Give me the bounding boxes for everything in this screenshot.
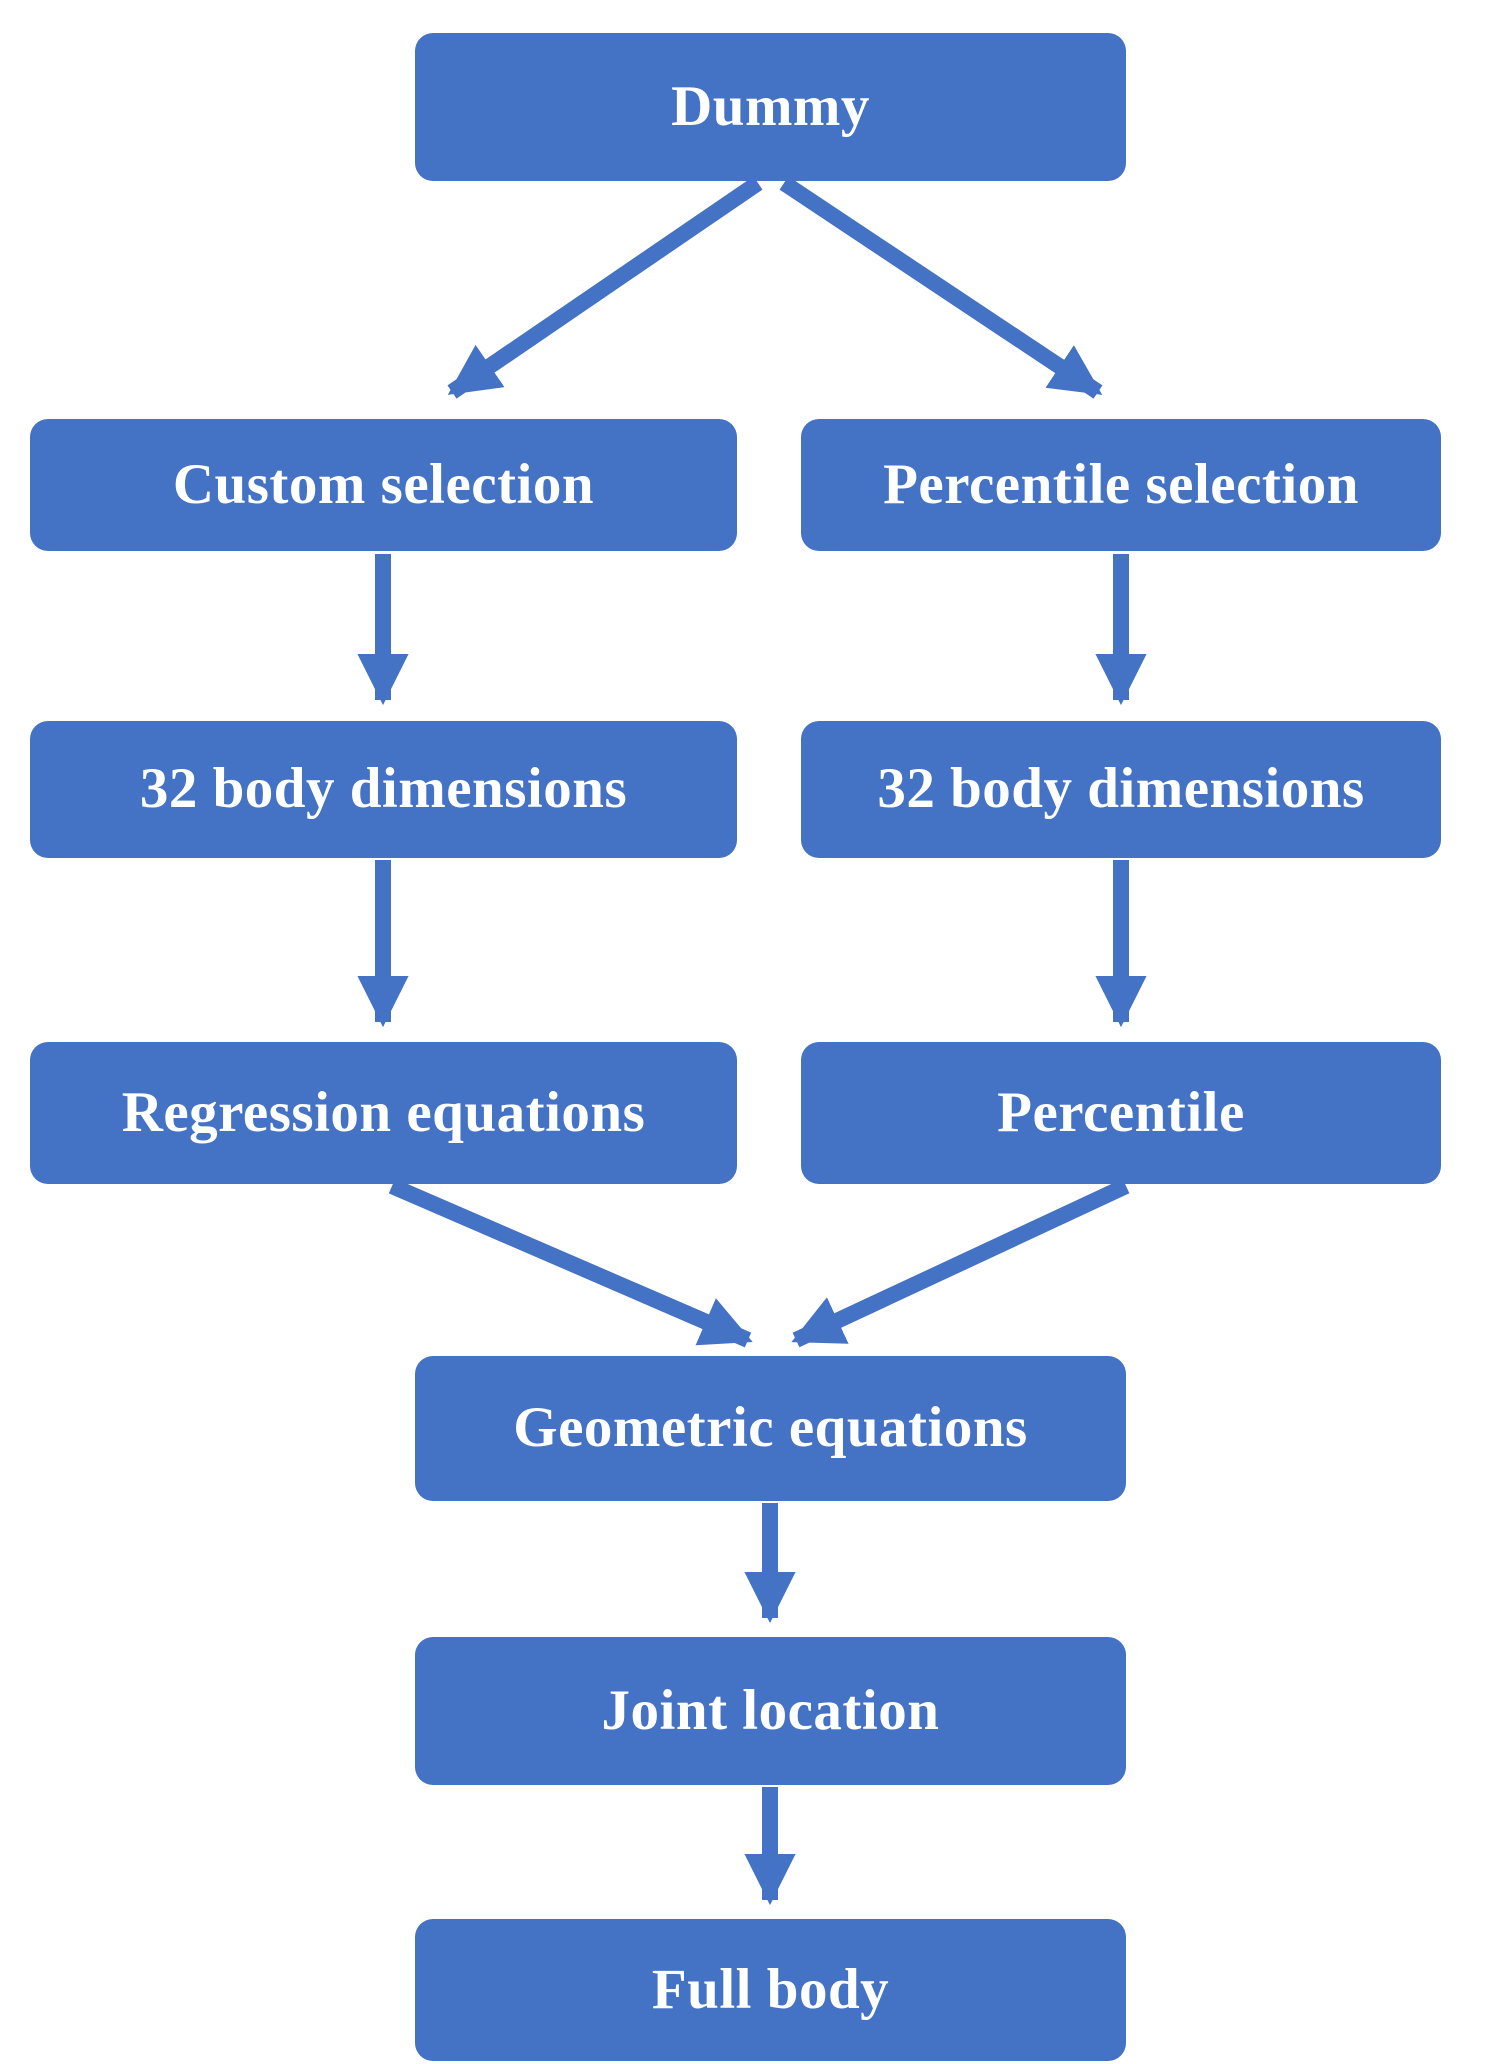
node-dummy-label: Dummy <box>671 74 870 138</box>
node-dummy: Dummy <box>415 33 1126 181</box>
node-body-dimensions-left-label: 32 body dimensions <box>139 757 628 821</box>
node-custom-selection-label: Custom selection <box>172 452 595 516</box>
node-body-dimensions-right-label: 32 body dimensions <box>877 757 1365 821</box>
node-body-dimensions-left: 32 body dimensions <box>30 721 737 858</box>
arrow-percentile-to-geometric-equations <box>791 1178 1130 1348</box>
node-percentile-selection: Percentile selection <box>801 419 1441 551</box>
arrow-dummy-to-custom-selection <box>447 176 763 399</box>
node-percentile-selection-label: Percentile selection <box>883 452 1359 516</box>
node-geometric-equations: Geometric equations <box>415 1356 1126 1501</box>
node-regression-equations-label: Regression equations <box>121 1080 646 1144</box>
node-joint-location: Joint location <box>415 1637 1126 1785</box>
arrow-regression-equations-to-geometric-equations <box>388 1178 753 1348</box>
node-regression-equations: Regression equations <box>30 1042 737 1184</box>
node-full-body: Full body <box>415 1919 1126 2061</box>
arrow-dummy-to-percentile-selection <box>779 176 1103 399</box>
node-body-dimensions-right: 32 body dimensions <box>801 721 1441 858</box>
node-custom-selection: Custom selection <box>30 419 737 551</box>
node-percentile: Percentile <box>801 1042 1441 1184</box>
node-joint-location-label: Joint location <box>601 1678 940 1742</box>
node-full-body-label: Full body <box>651 1957 890 2021</box>
node-geometric-equations-label: Geometric equations <box>513 1396 1028 1460</box>
node-percentile-label: Percentile <box>997 1080 1245 1144</box>
